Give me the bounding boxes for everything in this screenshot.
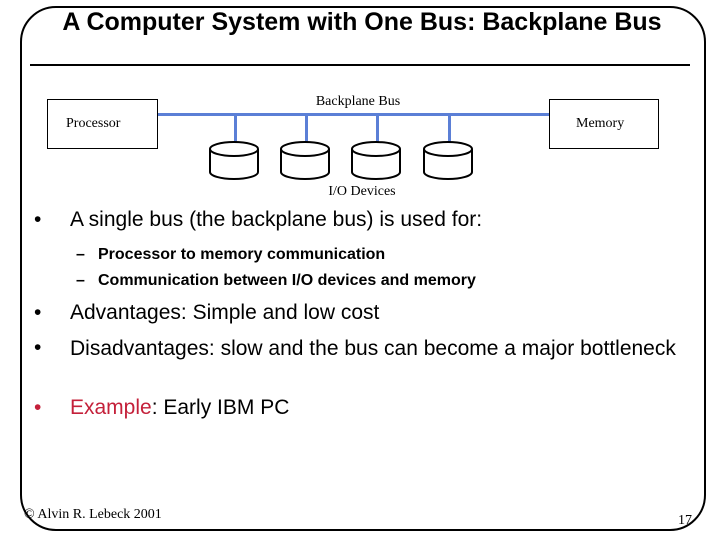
bus-drop-line bbox=[234, 113, 237, 146]
bullet-text: Example: Early IBM PC bbox=[70, 396, 289, 420]
memory-label: Memory bbox=[576, 116, 625, 131]
page-number: 17 bbox=[678, 513, 692, 528]
example-highlight: Example bbox=[70, 396, 152, 419]
io-device-disk-icon bbox=[351, 141, 401, 180]
bullet-item: • Disadvantages: slow and the bus can be… bbox=[30, 336, 690, 361]
bus-drop-line bbox=[448, 113, 451, 146]
io-device-disk-icon bbox=[423, 141, 473, 180]
processor-label: Processor bbox=[66, 116, 121, 131]
io-devices-label: I/O Devices bbox=[328, 184, 396, 199]
sub-bullet-marker: – bbox=[76, 272, 85, 289]
sub-bullet-marker: – bbox=[76, 246, 85, 263]
io-device-disk-icon bbox=[209, 141, 259, 180]
bus-drop-line bbox=[305, 113, 308, 146]
sub-bullet-text: Processor to memory communication bbox=[98, 246, 386, 263]
bullet-text: Disadvantages: slow and the bus can beco… bbox=[70, 337, 676, 360]
slide-frame bbox=[20, 6, 706, 531]
example-text: : Early IBM PC bbox=[151, 396, 290, 419]
sub-bullet-item: – Processor to memory communication bbox=[76, 246, 385, 264]
bullet-item: • A single bus (the backplane bus) is us… bbox=[30, 208, 482, 232]
title-underline bbox=[30, 64, 690, 66]
bullet-text: Advantages: Simple and low cost bbox=[70, 301, 380, 324]
bullet-marker: • bbox=[34, 336, 42, 359]
memory-box: Memory bbox=[549, 99, 659, 149]
bus-drop-line bbox=[376, 113, 379, 146]
slide-title: A Computer System with One Bus: Backplan… bbox=[62, 8, 662, 36]
backplane-bus-line bbox=[158, 113, 549, 116]
sub-bullet-item: – Communication between I/O devices and … bbox=[76, 272, 476, 290]
processor-box: Processor bbox=[47, 99, 158, 149]
bullet-item: • Example: Early IBM PC bbox=[30, 396, 289, 420]
bullet-marker: • bbox=[34, 208, 42, 231]
bullet-item: • Advantages: Simple and low cost bbox=[30, 301, 379, 325]
bullet-text: A single bus (the backplane bus) is used… bbox=[70, 208, 483, 231]
sub-bullet-text: Communication between I/O devices and me… bbox=[98, 272, 476, 289]
bullet-marker: • bbox=[34, 301, 42, 324]
io-device-disk-icon bbox=[280, 141, 330, 180]
bullet-marker: • bbox=[34, 396, 42, 419]
backplane-bus-label: Backplane Bus bbox=[315, 94, 401, 109]
copyright-footer: © Alvin R. Lebeck 2001 bbox=[24, 507, 162, 522]
